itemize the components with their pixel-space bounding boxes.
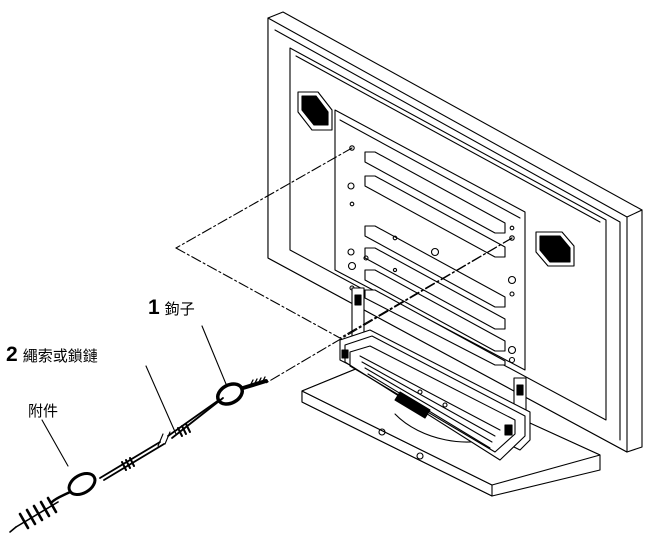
attachment-leader-line [41,419,69,467]
cord-leader-line [145,365,177,435]
alignment-lines [175,147,513,384]
vent-slots [364,151,506,366]
hook-label-text: 鉤子 [164,300,195,318]
screw-holes [347,145,517,364]
monitor-back [267,11,643,453]
attachment-label: 附件 [28,402,59,420]
attachment-part [9,472,97,533]
hook-part [216,376,268,406]
hook-leader-line [201,325,227,385]
hook-label: 1 鉤子 [148,297,195,318]
cord-label: 2 繩索或鎖鏈 [6,344,98,365]
cord-label-text: 繩索或鎖鏈 [22,347,98,365]
cord-label-number: 2 [6,343,18,366]
leader-lines [41,325,227,467]
hook-label-number: 1 [148,296,160,319]
stand-bracket [339,287,531,461]
cord-part [99,397,224,481]
